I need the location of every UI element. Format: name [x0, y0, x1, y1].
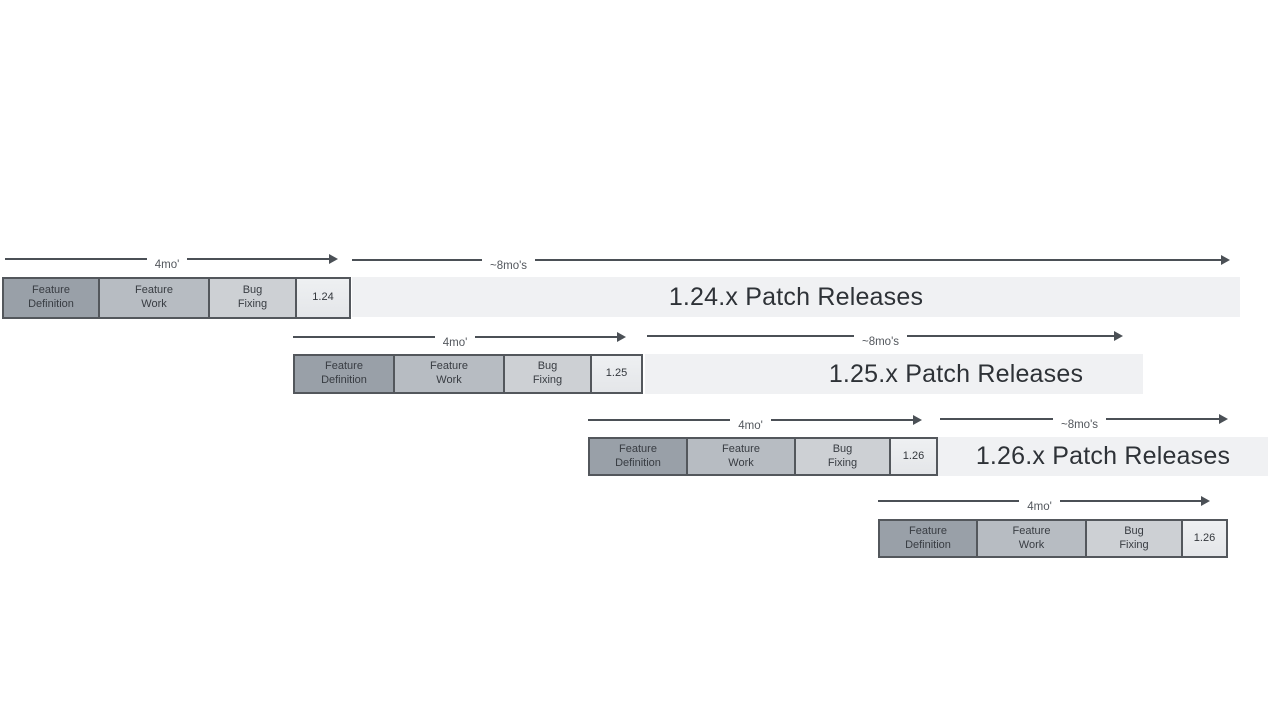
four-month-arrow: 4mo': [5, 251, 339, 272]
eight-month-arrow: ~8mo's: [940, 411, 1229, 432]
arrow-head-icon: [1201, 496, 1211, 506]
arrow-head-icon: [617, 332, 627, 342]
phase-label: Definition: [321, 374, 367, 386]
release-version-box: 1.24: [295, 277, 351, 319]
duration-label: 4mo': [442, 337, 468, 349]
phase-feature-work: Feature Work: [976, 519, 1087, 558]
phase-label: Work: [1018, 538, 1045, 551]
phase-label: Fixing: [827, 456, 858, 469]
arrow-head-icon: [1114, 331, 1124, 341]
four-month-arrow: 4mo': [588, 412, 923, 433]
duration-label: 4mo': [1027, 501, 1052, 513]
version-label: 1.25: [605, 367, 628, 380]
phase-feature-work: Feature Work: [98, 277, 210, 319]
phase-label: Definition: [615, 456, 661, 469]
phase-bug-fixing: Bug Fixing: [794, 437, 891, 476]
phase-bug-fixing: Bug Fixing: [503, 354, 592, 394]
release-cycle-row: Feature Definition Feature Work Bug Fixi…: [588, 437, 938, 476]
phase-label: Bug: [1124, 524, 1144, 537]
arrow-line: [878, 500, 1020, 502]
phase-label: Bug: [242, 284, 263, 297]
phase-label: Feature: [430, 360, 468, 373]
duration-label: 4mo': [154, 259, 180, 271]
patch-releases-label: 1.25.x Patch Releases: [828, 359, 1084, 388]
release-version-box: 1.26: [1181, 519, 1228, 558]
phase-feature-work: Feature Work: [686, 437, 796, 476]
arrow-line: [475, 336, 618, 338]
arrow-line: [647, 335, 854, 337]
four-month-arrow: 4mo': [293, 329, 627, 350]
arrow-line: [535, 259, 1221, 261]
patch-releases-label: 1.24.x Patch Releases: [668, 282, 924, 311]
phase-label: Feature: [325, 360, 363, 373]
release-version-box: 1.25: [590, 354, 643, 394]
arrow-head-icon: [329, 254, 339, 264]
patch-releases-label: 1.26.x Patch Releases: [975, 442, 1231, 470]
phase-label: Feature: [135, 284, 173, 297]
duration-label: ~8mo's: [861, 336, 900, 348]
release-cycle-row: Feature Definition Feature Work Bug Fixi…: [293, 354, 643, 394]
arrow-line: [1106, 418, 1220, 420]
arrow-line: [940, 418, 1053, 420]
patch-releases-bar: 1.25.x Patch Releases: [645, 354, 1143, 394]
version-label: 1.24: [312, 291, 334, 304]
phase-label: Fixing: [532, 374, 563, 386]
release-cycle-row: Feature Definition Feature Work Bug Fixi…: [878, 519, 1228, 558]
arrow-line: [1059, 500, 1202, 502]
phase-label: Work: [728, 456, 754, 469]
release-version-box: 1.26: [889, 437, 938, 476]
phase-label: Feature: [722, 442, 760, 455]
arrow-line: [907, 335, 1115, 337]
phase-label: Work: [436, 374, 462, 386]
version-label: 1.26: [902, 449, 925, 462]
phase-feature-definition: Feature Definition: [588, 437, 688, 476]
eight-month-arrow: ~8mo's: [352, 252, 1230, 273]
duration-label: ~8mo's: [490, 260, 528, 272]
four-month-arrow: 4mo': [878, 493, 1211, 514]
phase-feature-definition: Feature Definition: [2, 277, 100, 319]
phase-feature-definition: Feature Definition: [293, 354, 395, 394]
patch-releases-bar: 1.26.x Patch Releases: [938, 437, 1268, 476]
phase-label: Feature: [619, 442, 657, 455]
phase-feature-definition: Feature Definition: [878, 519, 978, 558]
arrow-line: [770, 419, 914, 421]
arrow-head-icon: [1221, 255, 1230, 265]
phase-label: Definition: [28, 298, 74, 310]
phase-label: Fixing: [237, 298, 268, 310]
arrow-line: [5, 258, 147, 260]
arrow-head-icon: [1219, 414, 1229, 424]
arrow-line: [352, 259, 482, 261]
release-cycle-row: Feature Definition Feature Work Bug Fixi…: [2, 277, 351, 319]
duration-label: ~8mo's: [1060, 419, 1099, 431]
phase-label: Definition: [905, 538, 951, 551]
eight-month-arrow: ~8mo's: [647, 328, 1124, 349]
version-label: 1.26: [1193, 531, 1216, 544]
phase-bug-fixing: Bug Fixing: [1085, 519, 1183, 558]
phase-label: Work: [141, 298, 167, 310]
phase-label: Fixing: [1119, 538, 1149, 551]
arrow-line: [293, 336, 435, 338]
phase-label: Feature: [32, 284, 70, 297]
phase-label: Feature: [909, 524, 947, 537]
phase-label: Bug: [537, 360, 558, 373]
arrow-line: [588, 419, 731, 421]
phase-bug-fixing: Bug Fixing: [208, 277, 297, 319]
phase-label: Bug: [832, 442, 853, 455]
arrow-line: [187, 258, 330, 260]
arrow-head-icon: [913, 415, 923, 425]
duration-label: 4mo': [738, 420, 763, 432]
phase-feature-work: Feature Work: [393, 354, 505, 394]
patch-releases-bar: 1.24.x Patch Releases: [352, 277, 1240, 317]
phase-label: Feature: [1012, 524, 1051, 537]
